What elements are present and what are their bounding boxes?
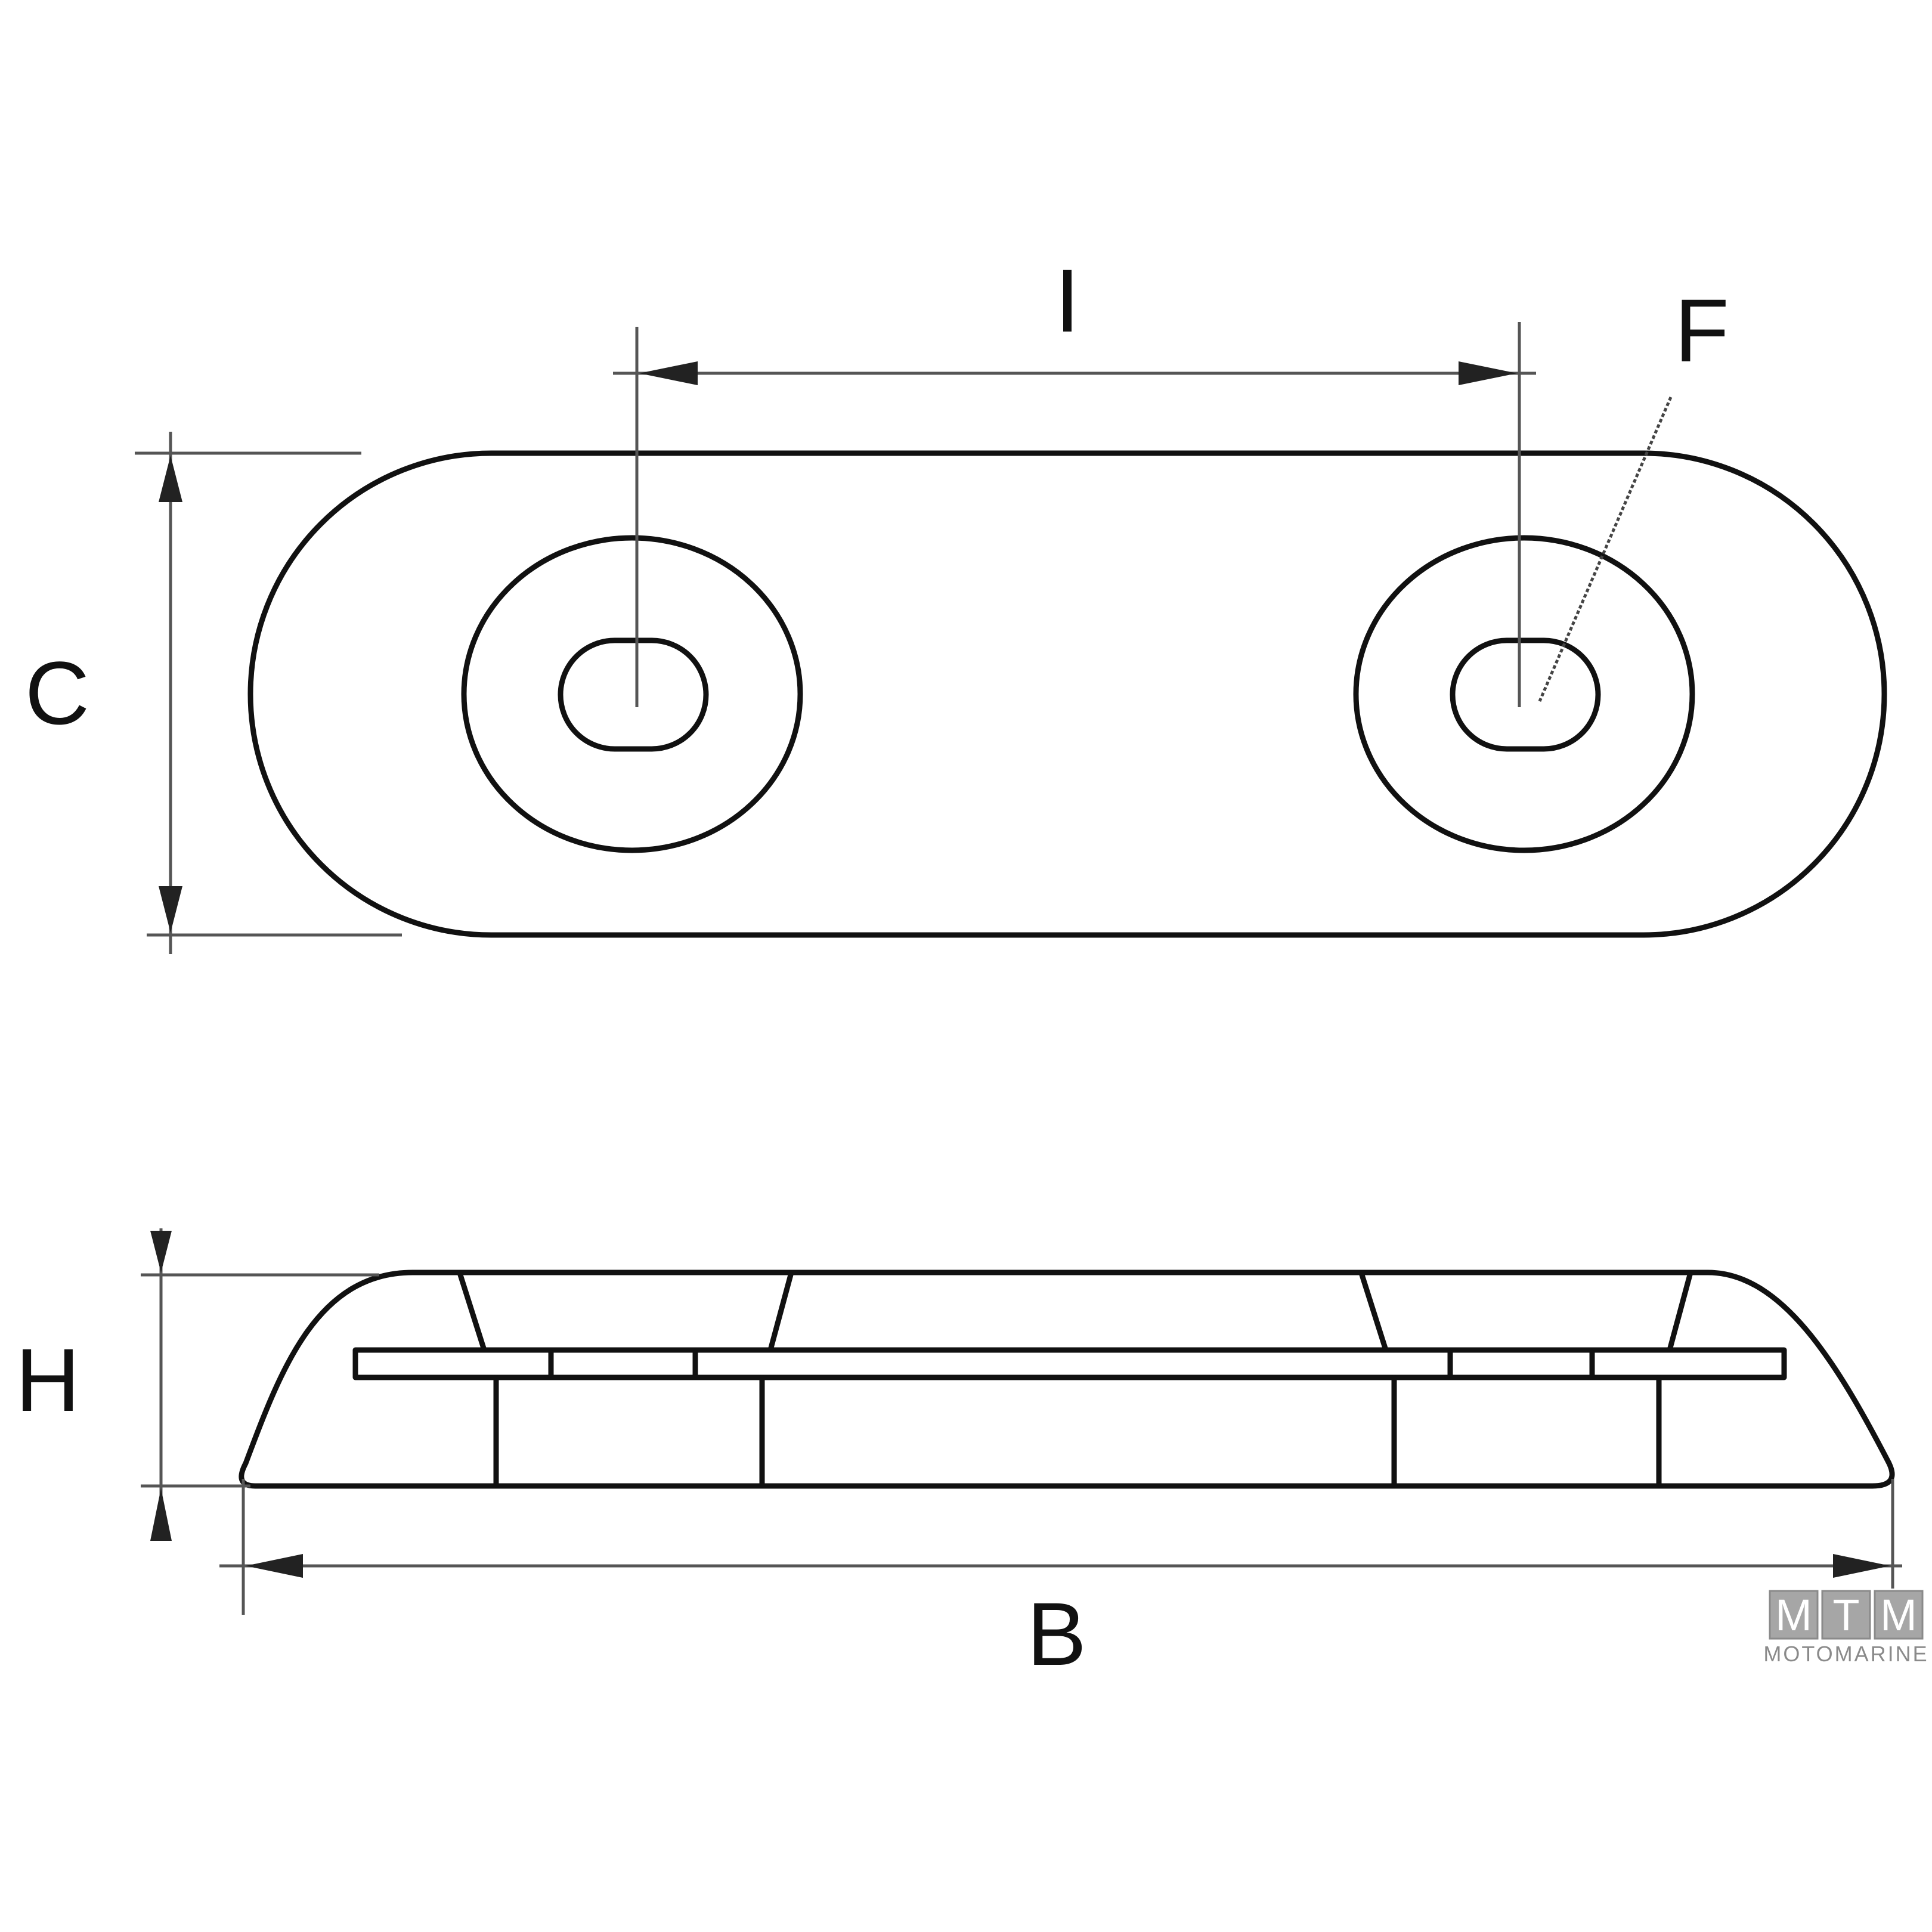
left-countersink-circle bbox=[461, 535, 803, 853]
left-hole bbox=[461, 535, 803, 853]
dimension-i: I bbox=[613, 250, 1536, 707]
side-profile-outline bbox=[239, 1270, 1895, 1489]
logo-letter-2: T bbox=[1832, 1590, 1859, 1640]
dim-label-i: I bbox=[1055, 250, 1080, 351]
dimension-c: C bbox=[25, 432, 402, 954]
dimension-f: F bbox=[1538, 280, 1729, 702]
logo-box-2 bbox=[1821, 1590, 1871, 1640]
left-countersink-wall-outer bbox=[457, 1272, 487, 1353]
logo-letter-1: M bbox=[1775, 1590, 1812, 1640]
dim-label-f: F bbox=[1674, 280, 1729, 380]
dim-h-arrow-bottom bbox=[150, 1488, 172, 1541]
top-view: I F C bbox=[25, 250, 1887, 954]
left-countersink-wall-inner bbox=[767, 1272, 794, 1353]
dim-label-h: H bbox=[16, 1330, 80, 1430]
mounting-insert-bar bbox=[352, 1347, 1787, 1380]
dimension-h: H bbox=[16, 1228, 379, 1541]
dim-c-arrow-bottom bbox=[159, 886, 182, 933]
dim-label-b: B bbox=[1027, 1584, 1086, 1684]
right-hole bbox=[1353, 535, 1695, 853]
dim-c-arrow-top bbox=[159, 456, 182, 502]
logo-name: MOTOMARINE bbox=[1763, 1642, 1928, 1666]
logo-box-3 bbox=[1874, 1590, 1924, 1640]
dim-i-arrow-left bbox=[639, 361, 698, 385]
right-countersink-wall-inner bbox=[1667, 1272, 1693, 1353]
logo-letter-3: M bbox=[1880, 1590, 1917, 1640]
dim-f-leader bbox=[1538, 397, 1673, 702]
side-view: H B bbox=[16, 1228, 1902, 1684]
logo-box-1 bbox=[1769, 1590, 1819, 1640]
motomarine-logo: M T M MOTOMARINE bbox=[1763, 1590, 1928, 1666]
dim-h-arrow-top bbox=[150, 1231, 172, 1272]
right-slot-hole bbox=[1450, 637, 1601, 752]
dim-b-arrow-right bbox=[1833, 1554, 1890, 1578]
dim-label-c: C bbox=[25, 643, 89, 743]
plate-outline bbox=[247, 450, 1887, 938]
left-slot-hole bbox=[558, 637, 709, 752]
right-countersink-circle bbox=[1353, 535, 1695, 853]
dim-b-arrow-left bbox=[246, 1554, 303, 1578]
dim-i-arrow-right bbox=[1459, 361, 1517, 385]
dimension-b: B bbox=[219, 1479, 1902, 1684]
right-countersink-wall-outer bbox=[1359, 1272, 1389, 1353]
